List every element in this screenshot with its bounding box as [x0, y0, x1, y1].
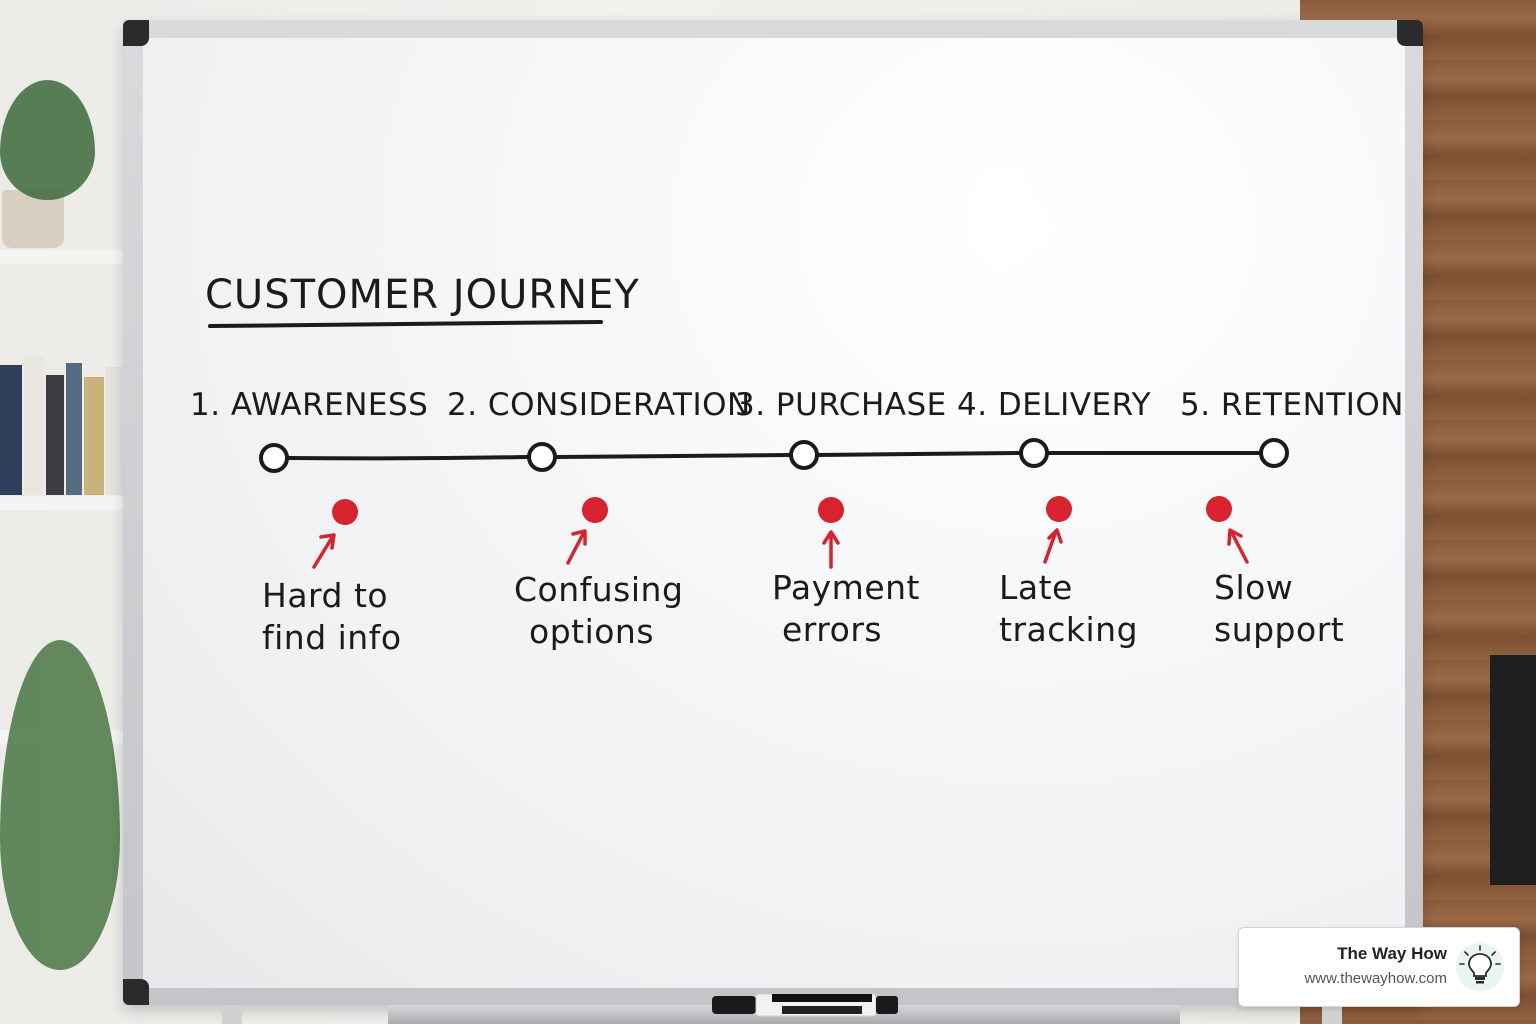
bookshelf-shelf — [0, 250, 140, 264]
pain-line: tracking — [999, 610, 1139, 649]
brand-url[interactable]: www.thewayhow.com — [1304, 970, 1447, 987]
plant-leaves — [0, 640, 120, 970]
brand-name: The Way How — [1337, 944, 1447, 963]
pain-line: Hard to — [262, 576, 389, 615]
frame-corner — [123, 20, 149, 46]
stage-label-retention: 5. RETENTION — [1180, 387, 1404, 423]
brand-badge[interactable]: The Way How www.thewayhow.com — [1238, 927, 1520, 1007]
pain-text-purchase: Payment errors — [772, 567, 920, 651]
pain-line: support — [1214, 610, 1345, 649]
lightbulb-icon — [1456, 943, 1504, 991]
pain-line: Payment — [772, 568, 920, 607]
glare — [903, 68, 1103, 368]
stand-leg — [222, 1005, 242, 1024]
pain-line: Late — [999, 568, 1073, 607]
pain-text-delivery: Late tracking — [999, 567, 1138, 651]
pain-line: options — [529, 612, 655, 651]
pain-line: Confusing — [514, 570, 684, 609]
plant-leaves — [0, 80, 95, 200]
stage-label-consideration: 2. CONSIDERATION — [447, 387, 751, 423]
pain-line: Slow — [1214, 568, 1294, 607]
books — [0, 355, 125, 495]
whiteboard-surface — [143, 38, 1405, 988]
pain-text-retention: Slow support — [1214, 567, 1344, 651]
stage-label-awareness: 1. AWARENESS — [190, 387, 429, 423]
marker-pen — [712, 993, 898, 1017]
frame-corner — [1397, 20, 1423, 46]
pain-text-consideration: Confusing options — [514, 569, 683, 653]
stage-label-delivery: 4. DELIVERY — [957, 387, 1152, 423]
journey-title: CUSTOMER JOURNEY — [205, 272, 640, 318]
plant-pot — [2, 190, 64, 248]
background-screen — [1490, 655, 1536, 885]
pain-line: find info — [262, 618, 402, 657]
pain-text-awareness: Hard to find info — [262, 575, 402, 659]
bookshelf-shelf — [0, 496, 140, 510]
stand-leg — [1322, 1005, 1342, 1024]
pain-line: errors — [782, 610, 883, 649]
frame-corner — [123, 979, 149, 1005]
stage-label-purchase: 3. PURCHASE — [735, 387, 947, 423]
